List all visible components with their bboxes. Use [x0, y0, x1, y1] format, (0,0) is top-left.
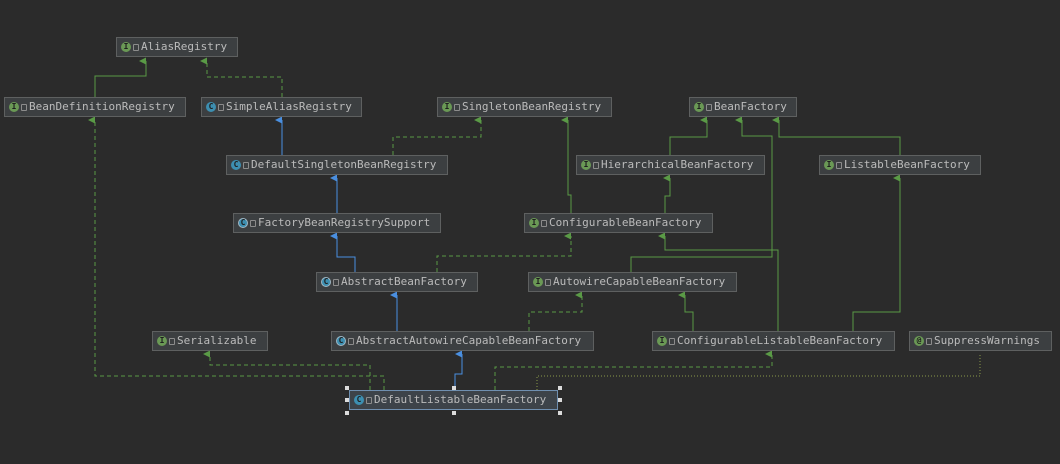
lock-icon [836, 162, 842, 169]
edge-dlbf-clbf [494, 350, 773, 390]
lock-icon [541, 220, 547, 227]
class-icon: C [206, 102, 216, 112]
node-label: SuppressWarnings [934, 334, 1040, 347]
edge-lbf-bf [772, 116, 901, 155]
node-label: ListableBeanFactory [844, 158, 970, 171]
edge-aacbf-acbf [528, 291, 583, 331]
interface-icon: I [9, 102, 19, 112]
class-icon: C [231, 160, 241, 170]
lock-icon [366, 397, 372, 404]
edge-dlbf-aacbf [454, 350, 463, 390]
interface-icon: I [529, 218, 539, 228]
interface-icon: I [121, 42, 131, 52]
abstract-class-icon: C [336, 336, 346, 346]
edge-hbf-bf [669, 116, 708, 155]
class-icon: C [354, 395, 364, 405]
edge-bdr-aliasregistry [94, 57, 147, 97]
lock-icon [133, 44, 139, 51]
selection-handle[interactable] [452, 411, 456, 415]
lock-icon [593, 162, 599, 169]
node-label: DefaultSingletonBeanRegistry [251, 158, 437, 171]
lock-icon [169, 338, 175, 345]
node-label: ConfigurableListableBeanFactory [677, 334, 883, 347]
lock-icon [706, 104, 712, 111]
interface-icon: I [657, 336, 667, 346]
node-singleton-bean-registry[interactable]: I SingletonBeanRegistry [437, 97, 612, 117]
lock-icon [333, 279, 339, 286]
node-serializable[interactable]: I Serializable [152, 331, 268, 351]
selection-handle[interactable] [558, 411, 562, 415]
lock-icon [926, 338, 932, 345]
node-simple-alias-registry[interactable]: C SimpleAliasRegistry [201, 97, 362, 117]
node-label: AutowireCapableBeanFactory [553, 275, 726, 288]
node-factory-bean-registry-support[interactable]: C FactoryBeanRegistrySupport [233, 213, 441, 233]
edge-abf-cbf [436, 232, 572, 272]
interface-icon: I [581, 160, 591, 170]
interface-icon: I [694, 102, 704, 112]
node-autowire-capable-bean-factory[interactable]: I AutowireCapableBeanFactory [528, 272, 737, 292]
node-hierarchical-bean-factory[interactable]: I HierarchicalBeanFactory [576, 155, 765, 175]
selection-handle[interactable] [452, 386, 456, 390]
node-default-singleton-bean-registry[interactable]: C DefaultSingletonBeanRegistry [226, 155, 448, 175]
lock-icon [348, 338, 354, 345]
node-label: AbstractBeanFactory [341, 275, 467, 288]
edge-dlbf-bdr [88, 116, 385, 390]
edge-acbf-bf [630, 116, 773, 272]
edge-sar-aliasregistry [200, 57, 283, 97]
node-configurable-listable-bean-factory[interactable]: I ConfigurableListableBeanFactory [652, 331, 895, 351]
edge-abf-fbrs [330, 232, 356, 272]
node-bean-definition-registry[interactable]: I BeanDefinitionRegistry [4, 97, 186, 117]
node-label: SingletonBeanRegistry [462, 100, 602, 113]
selection-handle[interactable] [345, 398, 349, 402]
node-alias-registry[interactable]: I AliasRegistry [116, 37, 238, 57]
annotation-icon: @ [914, 336, 924, 346]
node-listable-bean-factory[interactable]: I ListableBeanFactory [819, 155, 981, 175]
node-bean-factory[interactable]: I BeanFactory [689, 97, 797, 117]
node-label: Serializable [177, 334, 257, 347]
lock-icon [243, 162, 249, 169]
selection-handle[interactable] [345, 411, 349, 415]
node-abstract-autowire-capable-bean-factory[interactable]: C AbstractAutowireCapableBeanFactory [331, 331, 594, 351]
node-configurable-bean-factory[interactable]: I ConfigurableBeanFactory [524, 213, 713, 233]
node-suppress-warnings[interactable]: @ SuppressWarnings [909, 331, 1052, 351]
interface-icon: I [157, 336, 167, 346]
node-default-listable-bean-factory[interactable]: C DefaultListableBeanFactory [349, 390, 558, 410]
node-label: AbstractAutowireCapableBeanFactory [356, 334, 582, 347]
interface-icon: I [533, 277, 543, 287]
interface-icon: I [442, 102, 452, 112]
node-label: SimpleAliasRegistry [226, 100, 352, 113]
edge-cbf-sbr [561, 116, 572, 213]
abstract-class-icon: C [238, 218, 248, 228]
edge-dlbf-suppresswarnings [536, 354, 981, 390]
node-label: BeanFactory [714, 100, 787, 113]
lock-icon [250, 220, 256, 227]
edge-clbf-lbf [852, 174, 901, 331]
edge-dsbr-sbr [392, 116, 482, 155]
edge-dlbf-serializable [203, 350, 371, 390]
selection-handle[interactable] [558, 398, 562, 402]
abstract-class-icon: C [321, 277, 331, 287]
node-abstract-bean-factory[interactable]: C AbstractBeanFactory [316, 272, 478, 292]
node-label: HierarchicalBeanFactory [601, 158, 754, 171]
lock-icon [454, 104, 460, 111]
node-label: FactoryBeanRegistrySupport [258, 216, 431, 229]
node-label: BeanDefinitionRegistry [29, 100, 175, 113]
lock-icon [218, 104, 224, 111]
lock-icon [21, 104, 27, 111]
node-label: ConfigurableBeanFactory [549, 216, 702, 229]
edge-clbf-acbf [678, 291, 694, 331]
interface-icon: I [824, 160, 834, 170]
selection-handle[interactable] [558, 386, 562, 390]
lock-icon [545, 279, 551, 286]
selection-handle[interactable] [345, 386, 349, 390]
node-label: AliasRegistry [141, 40, 228, 53]
lock-icon [669, 338, 675, 345]
node-label: DefaultListableBeanFactory [374, 393, 547, 406]
edge-clbf-cbf [658, 232, 779, 331]
edge-cbf-hbf [663, 174, 671, 213]
